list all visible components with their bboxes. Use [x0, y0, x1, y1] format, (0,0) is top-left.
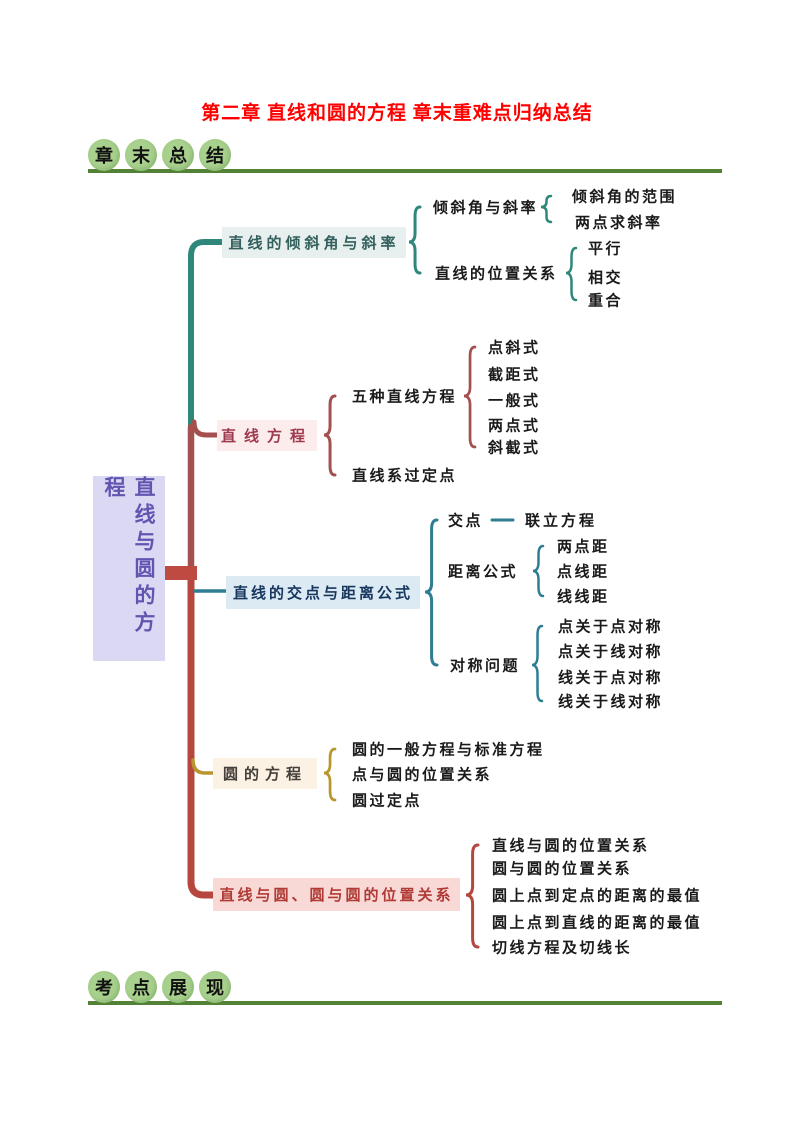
- brace: [408, 205, 422, 275]
- node-slope-intercept-form: 斜截式: [488, 440, 541, 457]
- top-divider: [88, 169, 722, 173]
- node-line-about-point-symmetry: 线关于点对称: [558, 670, 664, 687]
- trunk-lower: [187, 566, 220, 899]
- brace: [465, 843, 480, 949]
- node-inclination-and-slope: 倾斜角与斜率: [433, 200, 539, 217]
- badge-circle: 现: [199, 971, 231, 1003]
- node-coincident: 重合: [588, 293, 624, 310]
- node-line-line-distance: 线线距: [557, 589, 610, 606]
- node-circle-fixed-point: 圆过定点: [352, 793, 423, 810]
- node-point-circle-relation: 点与圆的位置关系: [352, 767, 493, 784]
- branch-intersection-distance: 直线的交点与距离公式: [226, 576, 420, 609]
- root-node-line-circle-equations: 直线与圆的方程: [93, 476, 165, 661]
- node-circle-circle-relation: 圆与圆的位置关系: [492, 861, 633, 878]
- node-point-line-distance: 点线距: [557, 564, 610, 581]
- node-line-family-fixed-point: 直线系过定点: [352, 468, 458, 485]
- node-parallel: 平行: [588, 241, 624, 258]
- node-point-about-point-symmetry: 点关于点对称: [558, 619, 664, 636]
- node-simultaneous-equations: 联立方程: [525, 513, 598, 530]
- brace: [323, 394, 337, 477]
- brace: [323, 747, 337, 802]
- branch4-connector: [191, 758, 217, 775]
- brace: [463, 345, 477, 449]
- node-general-form: 一般式: [488, 393, 541, 410]
- exam-points-badge: 考 点 展 现: [88, 971, 231, 1003]
- node-slope-from-two-points: 两点求斜率: [575, 215, 663, 232]
- node-intercept-form: 截距式: [488, 367, 541, 384]
- node-line-circle-relation: 直线与圆的位置关系: [492, 838, 650, 855]
- badge-circle: 总: [162, 139, 194, 171]
- badge-circle: 末: [125, 139, 157, 171]
- node-line-about-line-symmetry: 线关于线对称: [558, 694, 664, 711]
- brace: [565, 246, 578, 302]
- badge-circle: 展: [162, 971, 194, 1003]
- branch-line-equations: 直线方程: [217, 420, 317, 451]
- node-inclination-range: 倾斜角的范围: [572, 189, 678, 206]
- node-line-position-relation: 直线的位置关系: [435, 266, 558, 283]
- trunk-upper: [188, 239, 225, 433]
- node-two-point-form: 两点式: [488, 418, 541, 435]
- node-point-slope-form: 点斜式: [488, 340, 541, 357]
- badge-circle: 章: [88, 139, 120, 171]
- node-max-distance-point: 圆上点到定点的距离的最值: [492, 888, 703, 905]
- node-symmetry-problems: 对称问题: [450, 658, 521, 675]
- brace: [532, 544, 545, 598]
- badge-circle: 考: [88, 971, 120, 1003]
- node-tangent-equation-length: 切线方程及切线长: [492, 940, 633, 957]
- branch-positional-relations: 直线与圆、圆与圆的位置关系: [213, 878, 460, 911]
- node-intersection: 交点: [448, 513, 484, 530]
- node-general-standard-circle-eq: 圆的一般方程与标准方程: [352, 742, 545, 759]
- bottom-divider: [88, 1001, 722, 1005]
- chapter-summary-badge: 章 末 总 结: [88, 139, 231, 171]
- node-two-point-distance: 两点距: [557, 539, 610, 556]
- brace: [424, 518, 439, 667]
- node-point-about-line-symmetry: 点关于线对称: [558, 644, 664, 661]
- brace: [531, 624, 544, 703]
- page-title: 第二章 直线和圆的方程 章末重难点归纳总结: [201, 103, 593, 124]
- node-max-distance-line: 圆上点到直线的距离的最值: [492, 915, 703, 932]
- node-five-line-equations: 五种直线方程: [352, 389, 458, 406]
- badge-circle: 点: [125, 971, 157, 1003]
- branch-circle-equations: 圆的方程: [213, 758, 317, 789]
- node-distance-formulas: 距离公式: [448, 564, 519, 581]
- badge-circle: 结: [199, 139, 231, 171]
- branch2-connector: [191, 419, 222, 438]
- branch-inclination-slope: 直线的倾斜角与斜率: [222, 227, 406, 258]
- node-intersecting: 相交: [588, 270, 624, 287]
- brace: [540, 194, 553, 224]
